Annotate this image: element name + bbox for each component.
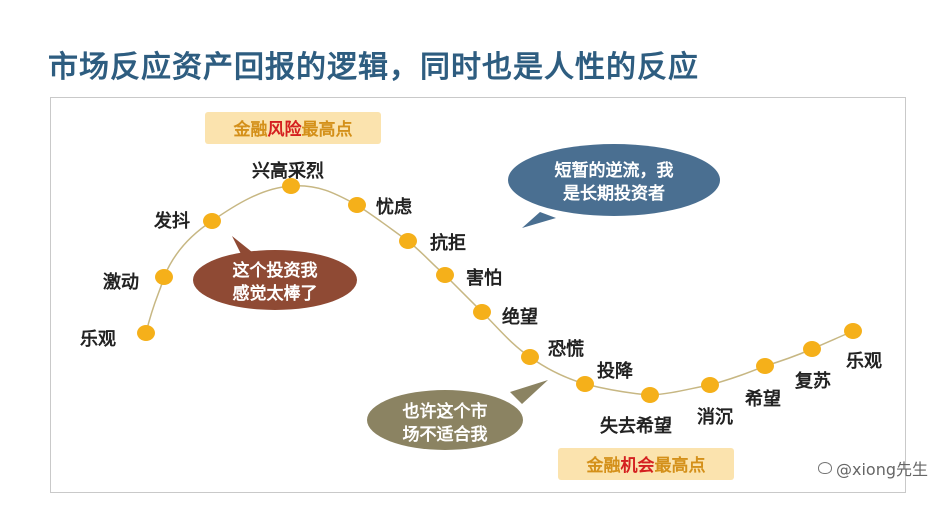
bubble-line: 感觉太棒了	[233, 283, 318, 304]
stage-label: 抗拒	[430, 232, 466, 254]
banner-highlight: 风险	[268, 119, 303, 140]
stage-dot	[803, 341, 821, 357]
bubble-line: 这个投资我	[233, 260, 318, 281]
weibo-icon	[818, 462, 832, 474]
banner-prefix: 金融	[233, 119, 268, 140]
banner-prefix: 金融	[586, 455, 621, 476]
stage-label: 恐慌	[548, 338, 584, 360]
bubble-line: 也许这个市	[403, 401, 488, 422]
stage-label: 乐观	[80, 329, 116, 350]
page-title: 市场反应资产回报的逻辑，同时也是人性的反应	[48, 50, 699, 85]
stage-label: 复苏	[794, 370, 831, 392]
stage-label: 希望	[745, 388, 781, 410]
bubble-line: 短暂的逆流，我	[555, 160, 674, 181]
stage-label: 害怕	[466, 267, 502, 289]
stage-label: 投降	[597, 360, 634, 382]
svg-text:金融风险最高点: 金融风险最高点	[233, 119, 353, 140]
stage-label: 乐观	[846, 351, 882, 372]
banner-suffix: 最高点	[302, 119, 353, 140]
stage-dot	[436, 267, 454, 283]
watermark-text: @xiong先生	[836, 460, 929, 479]
bubble-long-term: 短暂的逆流，我 是长期投资者	[508, 144, 720, 228]
stage-label: 兴高采烈	[252, 160, 324, 182]
stage-dot	[576, 376, 594, 392]
stage-dot	[756, 358, 774, 374]
stage-dot	[137, 325, 155, 341]
stage-label: 消沉	[697, 406, 733, 428]
stage-dot	[282, 178, 300, 194]
stage-label: 失去希望	[600, 415, 672, 437]
stage-labels: 乐观 激动 发抖 兴高采烈 忧虑 抗拒 害怕 绝望 恐慌 投降 失去希望 消沉 …	[80, 160, 882, 437]
bubble-not-suitable: 也许这个市 场不适合我	[367, 380, 548, 450]
banner-highlight: 机会	[621, 455, 655, 476]
watermark: @xiong先生	[818, 456, 928, 480]
stage-dot	[701, 377, 719, 393]
stage-dot	[203, 213, 221, 229]
bubble-feels-great: 这个投资我 感觉太棒了	[193, 236, 357, 310]
stage-dot	[641, 387, 659, 403]
stage-label: 发抖	[153, 210, 190, 232]
stage-label: 绝望	[502, 306, 538, 328]
bubble-line: 场不适合我	[403, 424, 488, 445]
stage-dots	[137, 178, 862, 403]
stage-label: 忧虑	[376, 196, 412, 218]
banner-suffix: 最高点	[655, 455, 706, 476]
svg-text:金融机会最高点: 金融机会最高点	[586, 455, 706, 476]
risk-peak-banner: 金融风险最高点	[205, 112, 381, 144]
stage-dot	[348, 197, 366, 213]
stage-dot	[844, 323, 862, 339]
stage-label: 激动	[103, 271, 139, 293]
stage-dot	[155, 269, 173, 285]
stage-dot	[399, 233, 417, 249]
stage-dot	[473, 304, 491, 320]
stage-dot	[521, 349, 539, 365]
bubble-line: 是长期投资者	[563, 183, 665, 204]
opportunity-peak-banner: 金融机会最高点	[558, 448, 734, 480]
